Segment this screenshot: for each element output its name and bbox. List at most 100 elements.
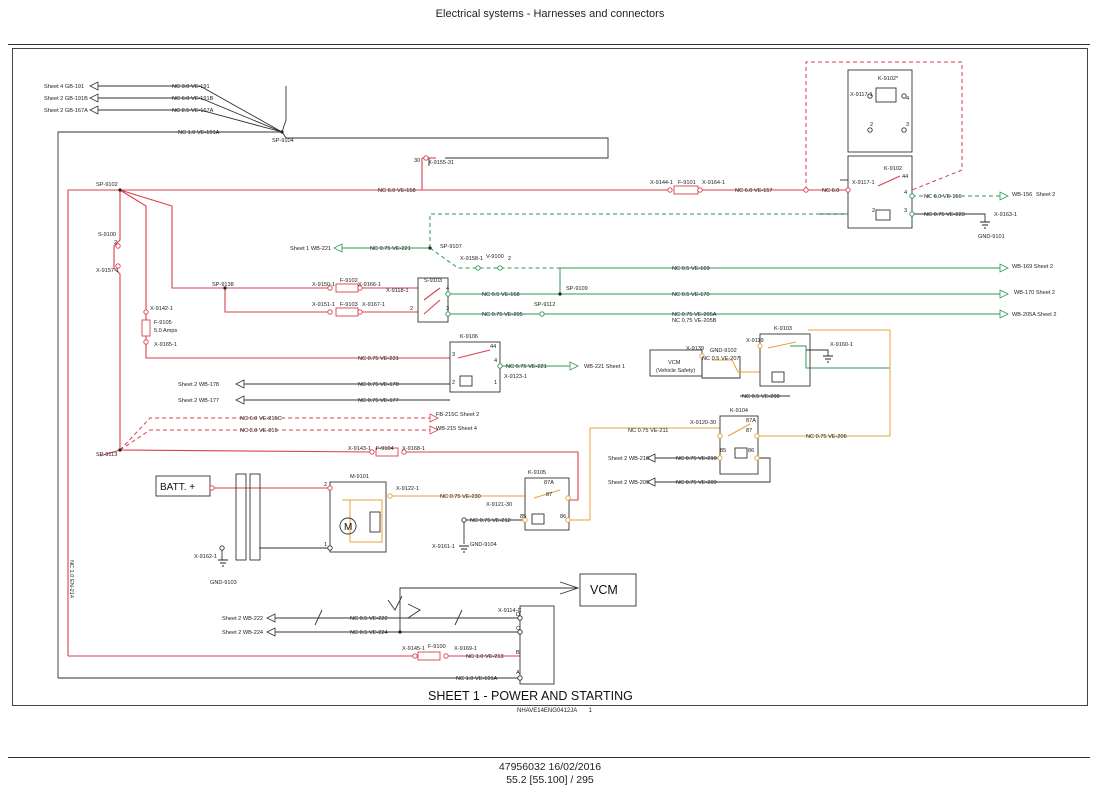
label-m9101: M-9101: [350, 474, 369, 480]
label-wb169: WB-169 Sheet 2: [1012, 264, 1053, 270]
label-gnd9101: GND-9101: [978, 234, 1005, 240]
label-wire-ve167a: NC 2.5 VE-167A: [172, 108, 214, 114]
label-f9103: F-9103: [340, 302, 358, 308]
label-pin-2a: 2: [870, 122, 873, 128]
label-wire-ve215: NC 3.0 VE-215: [240, 428, 278, 434]
label-wb215: WB-215 Sheet 4: [436, 426, 477, 432]
label-sp9138: SP-9138: [212, 282, 234, 288]
component-boxes: [155, 69, 913, 685]
connector-arrows-green: [333, 191, 1009, 371]
label-x9119: X-9119: [746, 338, 764, 344]
label-pin-87ab: 87A: [544, 480, 554, 486]
label-wire-ve156: NC 6.0 VE-156: [924, 194, 962, 200]
label-x9169: X-9169-1: [454, 646, 477, 652]
label-wire-ve158: NC 6.0 VE-158: [378, 188, 416, 194]
label-x9158: X-9158-1: [460, 256, 483, 262]
label-pin-87: 87: [746, 428, 752, 434]
label-wire-ve212: NC 0.75 VE-212: [470, 518, 511, 524]
label-pin-b: B: [516, 650, 520, 656]
label-x9114: X-9114-C: [498, 608, 522, 614]
label-wb221-sheet1: WB-221 Sheet 1: [584, 364, 625, 370]
connector-arrows: [89, 81, 656, 637]
label-x9118: X-9118-1: [386, 288, 409, 294]
label-x9155: X-9155-31: [428, 160, 454, 166]
label-wire-ve205a: NC 0.75 VE-205A: [672, 312, 717, 318]
red-wires: [67, 157, 848, 657]
label-x9144: X-9144-1: [650, 180, 673, 186]
label-wire-ve205: NC 0.75 VE-205: [482, 312, 523, 318]
label-motor: M: [344, 522, 352, 533]
terminal-rings-black: [219, 93, 907, 681]
label-pin-3d: 3: [452, 352, 455, 358]
label-pin-86a: 86: [748, 448, 754, 454]
label-k9104: K-9104: [730, 408, 748, 414]
label-s9103: S-9103: [424, 278, 442, 284]
label-k9102-star: K-9102*: [878, 76, 899, 82]
label-pin-87b: 87: [546, 492, 552, 498]
label-pin-2g: 2: [324, 482, 327, 488]
label-sheet2-wb210: Sheet 2 WB-210: [608, 456, 649, 462]
label-wire-ve205b: NC 0.75 VE-205B: [672, 318, 717, 324]
label-x9150: X-9150-1: [312, 282, 335, 288]
label-f9105: F-9105: [154, 320, 172, 326]
label-x9123: X-9123-1: [504, 374, 527, 380]
label-x9151: X-9151-1: [312, 302, 335, 308]
label-sheet2-wb222: Sheet 2 WB-222: [222, 616, 263, 622]
label-sp9113: SP-9113: [96, 452, 117, 458]
label-x9117-b: X-9117-1: [852, 180, 875, 186]
label-x9122: X-9122-1: [396, 486, 419, 492]
label-pin-a: A: [516, 670, 520, 676]
label-x9165: X-9165-1: [154, 342, 177, 348]
label-x9164: X-9164-1: [702, 180, 725, 186]
label-sheet2-wb177: Sheet 2 WB-177: [178, 398, 219, 404]
green-dashed-wires: [429, 195, 1000, 269]
label-f9101: F-9101: [678, 180, 696, 186]
label-wire-ve207: NC 0.5 VE-207: [702, 356, 740, 362]
label-x9120: X-9120-30: [690, 420, 716, 426]
label-x9166: X-9166-1: [358, 282, 381, 288]
ground-symbols: [218, 221, 990, 567]
label-pin-3a: 3: [906, 122, 909, 128]
footer-rule: [8, 757, 1090, 758]
label-wire-ve208: NC 0.5 VE-208: [742, 394, 780, 400]
footer-page-line: 55.2 [55.100] / 295: [506, 774, 594, 786]
label-wire-ve178: NC 0.75 VE-178: [358, 382, 399, 388]
label-wire-ve210: NC 0.75 VE-210: [676, 456, 717, 462]
label-sheet1-wb221: Sheet 1 WB-221: [290, 246, 331, 252]
label-sp9109: SP-9109: [566, 286, 588, 292]
label-sheet2-wb224: Sheet 2 WB-224: [222, 630, 263, 636]
label-pin-3b: 3: [904, 208, 907, 214]
relay-contacts-red: [423, 175, 901, 359]
label-sheet2-wb209: Sheet 2 WB-209: [608, 480, 649, 486]
label-pin-1g: 1: [324, 542, 327, 548]
label-wire-ve157: NC 6.0 VE-157: [735, 188, 773, 194]
drawing-number: 1: [588, 708, 592, 714]
label-pin-2f: 2: [452, 380, 455, 386]
label-x9162: X-9162-1: [194, 554, 217, 560]
label-x9163: X-9163-1: [994, 212, 1017, 218]
label-wire-ve231: NC 0.75 VE-231: [358, 356, 399, 362]
label-wire-en214: NC 1.0 EN-214: [68, 560, 74, 598]
label-wire-ve209: NC 0.75 VE-209: [676, 480, 717, 486]
label-vcm-box: VCM: [668, 360, 681, 366]
label-wire-ve230: NC 0.75 VE-230: [440, 494, 481, 500]
label-x9160: X-9160-1: [830, 342, 853, 348]
label-x9121: X-9121-30: [486, 502, 512, 508]
label-pin-d: D: [516, 612, 520, 618]
label-wire-ve222: NC 0.5 VE-222: [350, 616, 388, 622]
label-wb205a: WB-205A Sheet 2: [1012, 312, 1056, 318]
label-pin-85b: 85: [520, 514, 526, 520]
orange-wires: [342, 329, 891, 543]
label-v9100: V-9100: [486, 254, 504, 260]
label-x9145: X-9145-1: [402, 646, 425, 652]
label-pin-4d: 4: [494, 358, 497, 364]
label-wire-ve191a: NC 1.0 VE-191A: [178, 130, 220, 136]
label-sp9104: SP-9104: [272, 138, 294, 144]
label-wire-ve170: NC 0.5 VE-170: [672, 292, 710, 298]
label-wire-ve224: NC 0.5 VE-224: [350, 630, 388, 636]
label-pin-2b: 2: [872, 208, 875, 214]
footer-doc-line: 47956032 16/02/2016: [498, 761, 602, 773]
label-batt: BATT. +: [160, 482, 195, 493]
label-sp9102: SP-9102: [96, 182, 118, 188]
label-wire-ve215c: NC 6.0 VE-215C: [240, 416, 282, 422]
